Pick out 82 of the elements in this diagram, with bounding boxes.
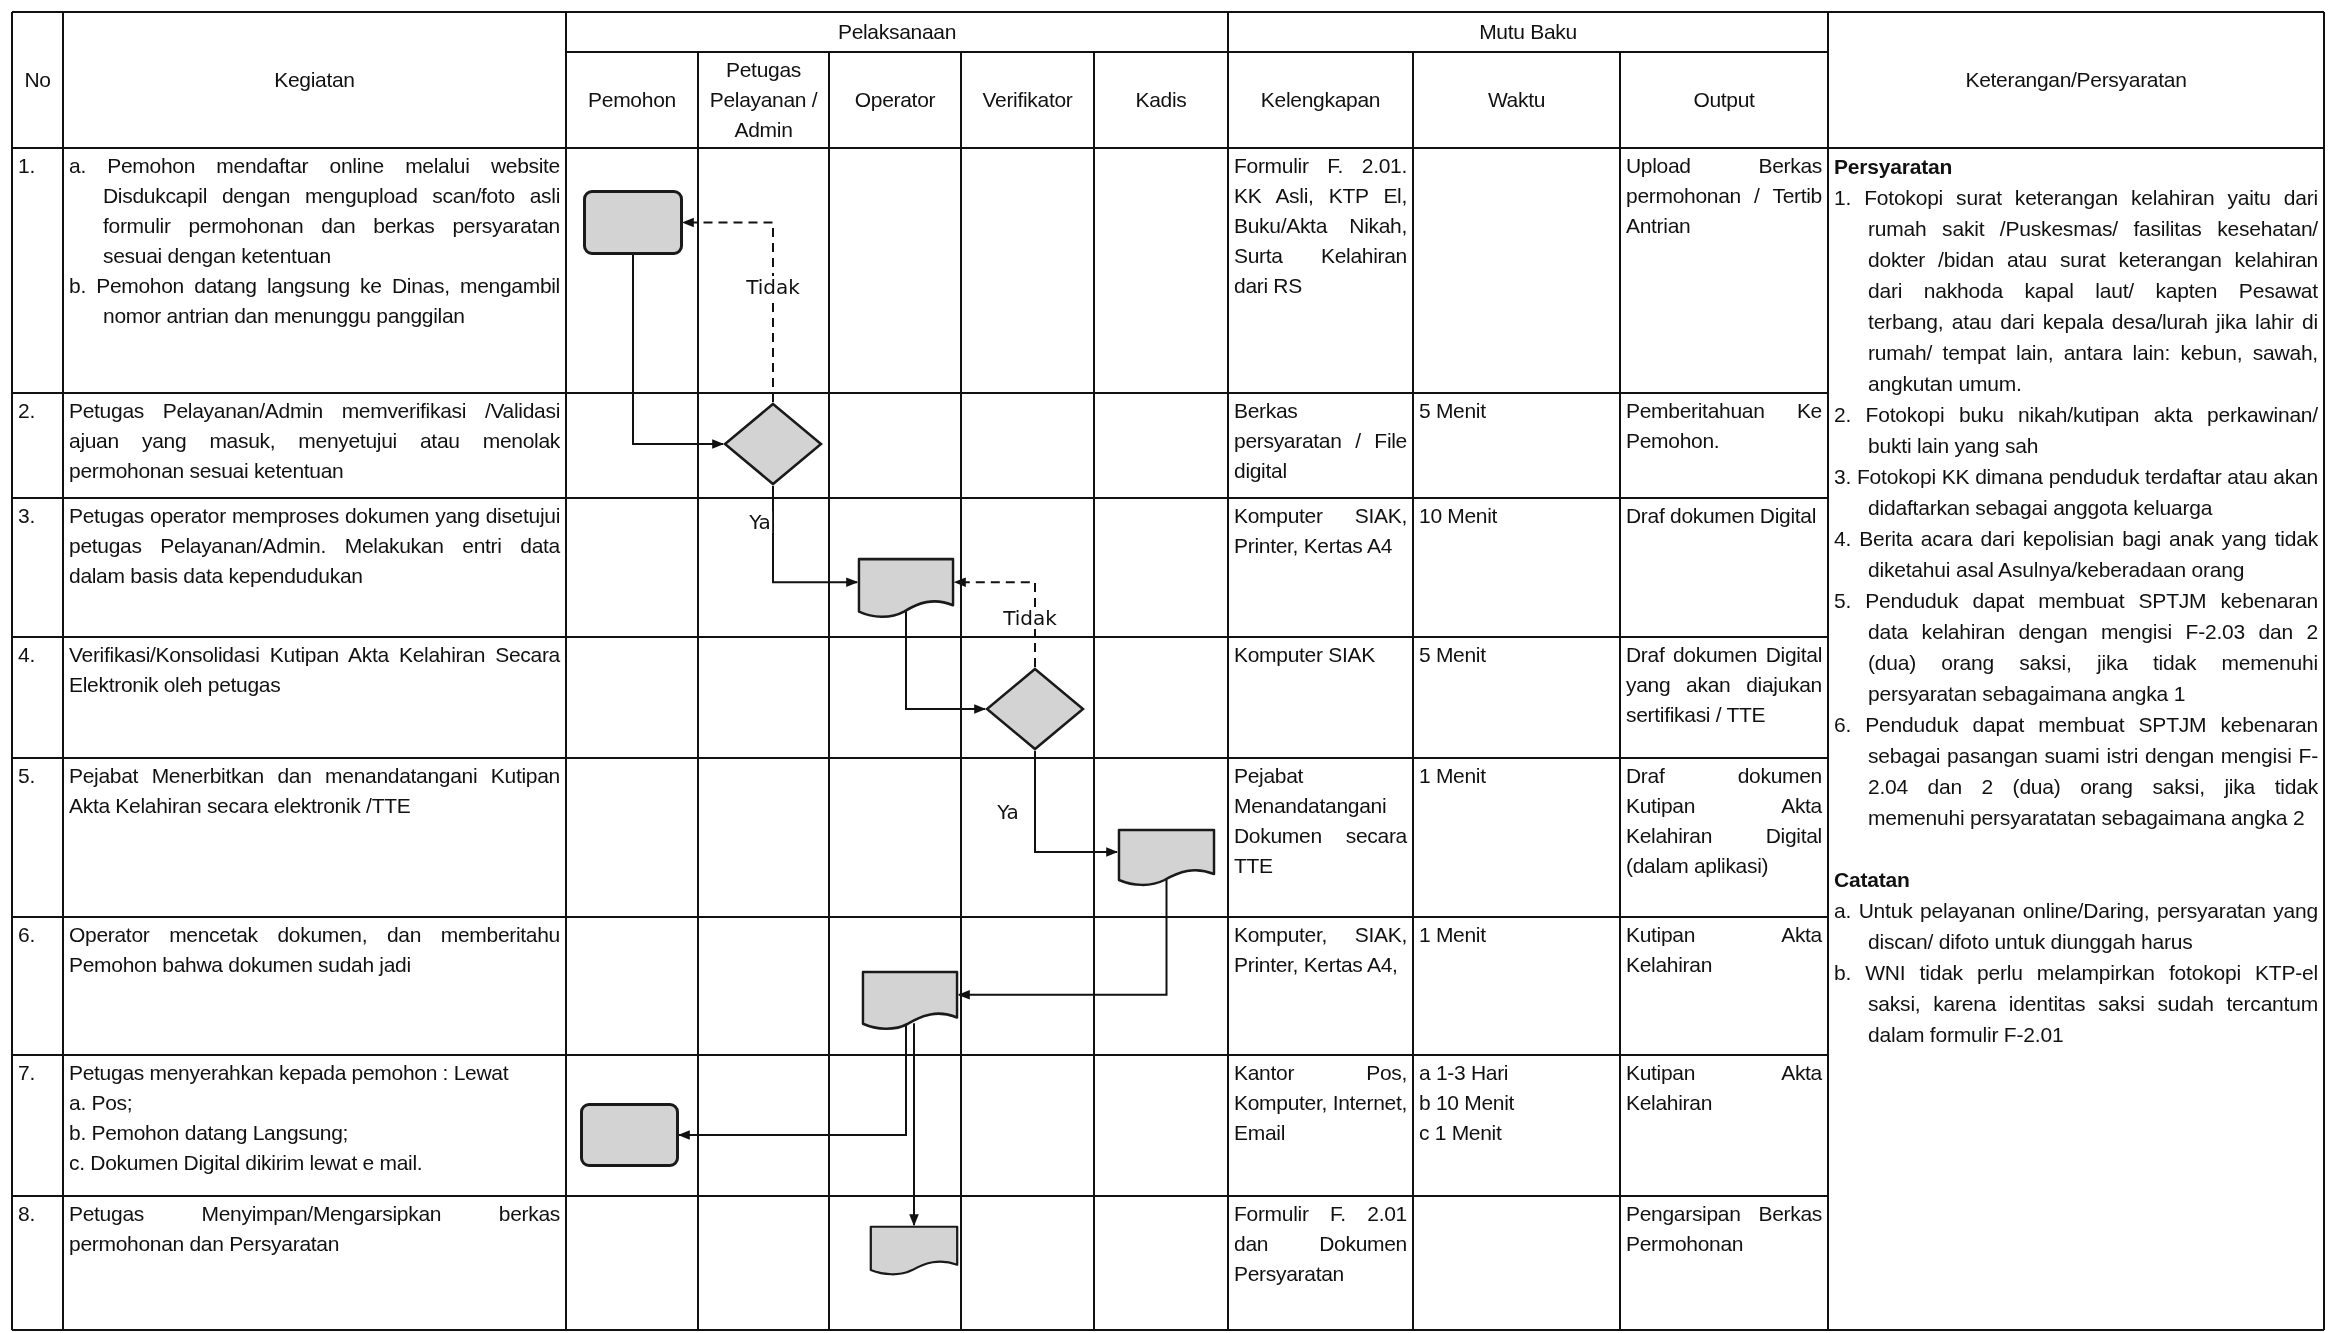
activity-text: Operator mencetak dokumen, dan memberitahu Pemohon bahwa dokumen sudah jadi (69, 922, 560, 978)
equipment-text: Berkas persyaratan / File digital (1234, 398, 1407, 484)
note-heading: Catatan (1834, 867, 1911, 893)
decision-diamond (985, 667, 1085, 751)
output-text: Kutipan Akta Kelahiran (1626, 1060, 1822, 1116)
duration-text: 1 Menit (1419, 922, 1487, 948)
equipment-text: Komputer SIAK (1234, 642, 1376, 668)
note-item: 6. Penduduk dapat membuat SPTJM kebenaran sebagai pasangan suami istri dengan mengisi F-2.04 dan 2 (dua) orang saksi, jika tidak memenuhi persyaratatan sebagaimana angka 2 (1834, 712, 2318, 831)
equipment-text: Formulir F. 2.01 dan Dokumen Persyaratan (1234, 1201, 1407, 1287)
column-header: Output (1692, 87, 1756, 113)
row-number: 5. (18, 763, 36, 789)
process-box (580, 1103, 679, 1167)
note-item: b. WNI tidak perlu melampirkan fotokopi KTP-el saksi, karena identitas saksi sudah tercantum dalam formulir F-2.01 (1834, 960, 2318, 1048)
duration-text: a 1-3 Hari (1419, 1060, 1510, 1086)
document-shape (869, 1225, 959, 1277)
activity-text: Petugas menyerahkan kepada pemohon : Lewat (69, 1060, 510, 1086)
note-item: 2. Fotokopi buku nikah/kutipan akta perkawinan/ bukti lain yang sah (1834, 402, 2318, 459)
activity-text: c. Dokumen Digital dikirim lewat e mail. (69, 1150, 424, 1176)
equipment-text: Kantor Pos, Komputer, Internet, Email (1234, 1060, 1407, 1146)
column-header: Keterangan/Persyaratan (1964, 67, 2188, 93)
activity-text: Petugas operator memproses dokumen yang disetujui petugas Pelayanan/Admin. Melakukan entri data dalam basis data kependudukan (69, 503, 560, 589)
note-heading: Persyaratan (1834, 154, 1954, 180)
arrow (1034, 750, 1119, 857)
column-header: Waktu (1486, 87, 1547, 113)
row-number: 7. (18, 1060, 36, 1086)
column-header: Petugas Pelayanan / Admin (708, 57, 819, 143)
document-shape (857, 557, 955, 620)
activity-text: Petugas Pelayanan/Admin memverifikasi /Validasi ajuan yang masuk, menyetujui atau menolak permohonan sesuai ketentuan (69, 398, 560, 484)
activity-text: b. Pemohon datang langsung ke Dinas, mengambil nomor antrian dan menunggu panggilan (69, 273, 560, 329)
activity-text: Pejabat Menerbitkan dan menandatangani Kutipan Akta Kelahiran secara elektronik /TTE (69, 763, 560, 819)
output-text: Pemberitahuan Ke Pemohon. (1626, 398, 1822, 454)
arrow (772, 485, 859, 587)
row-number: 1. (18, 153, 36, 179)
dashed-arrow (953, 577, 1036, 668)
process-box (583, 190, 683, 255)
document-shape (861, 970, 959, 1032)
duration-text: 1 Menit (1419, 763, 1487, 789)
column-header: Pelaksanaan (836, 19, 958, 45)
output-text: Draf dokumen Digital yang akan diajukan sertifikasi / TTE (1626, 642, 1822, 728)
column-header: Kegiatan (273, 67, 356, 93)
duration-text: 5 Menit (1419, 642, 1487, 668)
row-number: 2. (18, 398, 36, 424)
note-item: 1. Fotokopi surat keterangan kelahiran yaitu dari rumah sakit /Puskesmas/ fasilitas kesehatan/ dokter /bidan atau surat keterangan kelahiran dari nakhoda kapal laut/ kapten Pesawat terbang, atau dari kepala desa/lurah jika lahir di rumah/ tempat lain, antara lain: kebun, sawah, angkutan umum. (1834, 185, 2318, 397)
column-header: Verifikator (981, 87, 1074, 113)
equipment-text: Formulir F. 2.01. KK Asli, KTP El, Buku/Akta Nikah, Surta Kelahiran dari RS (1234, 153, 1407, 299)
dashed-arrow (681, 217, 774, 403)
activity-text: b. Pemohon datang Langsung; (69, 1120, 350, 1146)
note-item: 3. Fotokopi KK dimana penduduk terdaftar atau akan didaftarkan sebagai anggota keluarga (1834, 464, 2318, 521)
column-header: Kelengkapan (1259, 87, 1382, 113)
note-item: 4. Berita acara dari kepolisian bagi anak yang tidak diketahui asal Asulnya/keberadaan orang (1834, 526, 2318, 583)
arrow (905, 610, 987, 714)
edge-label: Tidak (1002, 607, 1058, 629)
duration-text: b 10 Menit (1419, 1090, 1516, 1116)
column-header: No (23, 67, 52, 93)
edge-label: Tidak (745, 276, 801, 298)
output-text: Draf dokumen Kutipan Akta Kelahiran Digital (dalam aplikasi) (1626, 763, 1822, 879)
column-header: Pemohon (587, 87, 677, 113)
output-text: Pengarsipan Berkas Permohonan (1626, 1201, 1822, 1257)
arrow (909, 1022, 919, 1227)
arrow (632, 254, 725, 449)
note-item: 5. Penduduk dapat membuat SPTJM kebenaran data kelahiran dengan mengisi F-2.03 dan 2 (dua) orang saksi, jika tidak memenuhi persyaratan sebagaimana angka 1 (1834, 588, 2318, 707)
document-shape (1117, 828, 1216, 888)
activity-text: a. Pos; (69, 1090, 134, 1116)
duration-text: c 1 Menit (1419, 1120, 1503, 1146)
column-header: Kadis (1134, 87, 1188, 113)
column-header: Operator (853, 87, 937, 113)
output-text: Draf dokumen Digital (1626, 503, 1818, 529)
output-text: Upload Berkas permohonan / Tertib Antrian (1626, 153, 1822, 239)
equipment-text: Komputer, SIAK, Printer, Kertas A4, (1234, 922, 1407, 978)
row-number: 3. (18, 503, 36, 529)
duration-text: 10 Menit (1419, 503, 1499, 529)
column-header: Mutu Baku (1478, 19, 1578, 45)
output-text: Kutipan Akta Kelahiran (1626, 922, 1822, 978)
activity-text: Petugas Menyimpan/Mengarsipkan berkas permohonan dan Persyaratan (69, 1201, 560, 1257)
row-number: 8. (18, 1201, 36, 1227)
equipment-text: Komputer SIAK, Printer, Kertas A4 (1234, 503, 1407, 559)
decision-diamond (723, 402, 823, 486)
row-number: 4. (18, 642, 36, 668)
duration-text: 5 Menit (1419, 398, 1487, 424)
equipment-text: Pejabat Menandatangani Dokumen secara TTE (1234, 763, 1407, 879)
row-number: 6. (18, 922, 36, 948)
activity-text: Verifikasi/Konsolidasi Kutipan Akta Kelahiran Secara Elektronik oleh petugas (69, 642, 560, 698)
